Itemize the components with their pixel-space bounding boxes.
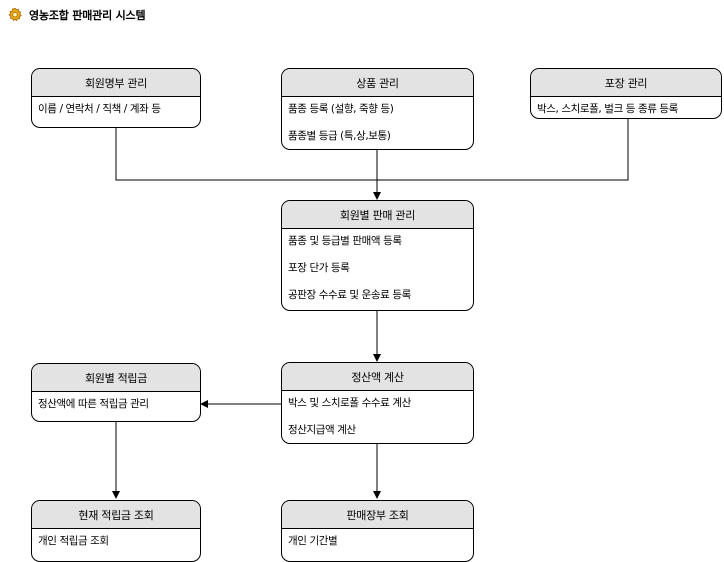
- settlement-box: 정산액 계산 박스 및 스치로폴 수수료 계산 정산지급액 계산: [281, 362, 474, 444]
- product-box: 상품 관리 품종 등록 (설향, 죽향 등) 품종별 등급 (특,상,보통): [281, 68, 474, 150]
- connector-packaging: [377, 118, 629, 181]
- sales-ledger-line-1: 개인 기간별: [288, 535, 338, 547]
- sales-ledger-header: 판매장부 조회: [282, 501, 473, 529]
- member-sales-line-3: 공판장 수수료 및 운송료 등록: [288, 289, 411, 301]
- packaging-line-1: 박스, 스치로폴, 벌크 등 종류 등록: [537, 103, 678, 115]
- sales-ledger-box: 판매장부 조회 개인 기간별: [281, 500, 474, 562]
- product-line-2: 품종별 등급 (특,상,보통): [288, 130, 391, 142]
- product-line-1: 품종 등록 (설향, 죽향 등): [288, 103, 394, 115]
- member-sales-box: 회원별 판매 관리 품종 및 등급별 판매액 등록 포장 단가 등록 공판장 수…: [281, 200, 474, 311]
- settlement-header: 정산액 계산: [282, 363, 473, 391]
- current-savings-header: 현재 적립금 조회: [32, 501, 200, 529]
- member-registry-box: 회원명부 관리 이름 / 연락처 / 직책 / 계좌 등: [31, 68, 201, 128]
- diagram-title-bar: 영농조합 판매관리 시스템: [7, 5, 146, 25]
- member-registry-line-1: 이름 / 연락처 / 직책 / 계좌 등: [38, 103, 161, 115]
- product-header: 상품 관리: [282, 69, 473, 97]
- member-registry-header: 회원명부 관리: [32, 69, 200, 97]
- diagram-title: 영농조합 판매관리 시스템: [29, 9, 146, 22]
- current-savings-box: 현재 적립금 조회 개인 적립금 조회: [31, 500, 201, 562]
- settlement-line-1: 박스 및 스치로폴 수수료 계산: [288, 397, 411, 409]
- member-sales-line-1: 품종 및 등급별 판매액 등록: [288, 235, 402, 247]
- member-savings-header: 회원별 적립금: [32, 364, 200, 392]
- connector-member-registry: [115, 127, 377, 181]
- settlement-line-2: 정산지급액 계산: [288, 424, 356, 436]
- member-sales-header: 회원별 판매 관리: [282, 201, 473, 229]
- member-savings-line-1: 정산액에 따른 적립금 관리: [38, 398, 149, 410]
- packaging-box: 포장 관리 박스, 스치로폴, 벌크 등 종류 등록: [530, 68, 722, 119]
- member-savings-box: 회원별 적립금 정산액에 따른 적립금 관리: [31, 363, 201, 422]
- member-sales-line-2: 포장 단가 등록: [288, 262, 350, 274]
- packaging-header: 포장 관리: [531, 69, 721, 97]
- current-savings-line-1: 개인 적립금 조회: [38, 535, 109, 547]
- gear-package-icon: [8, 7, 22, 22]
